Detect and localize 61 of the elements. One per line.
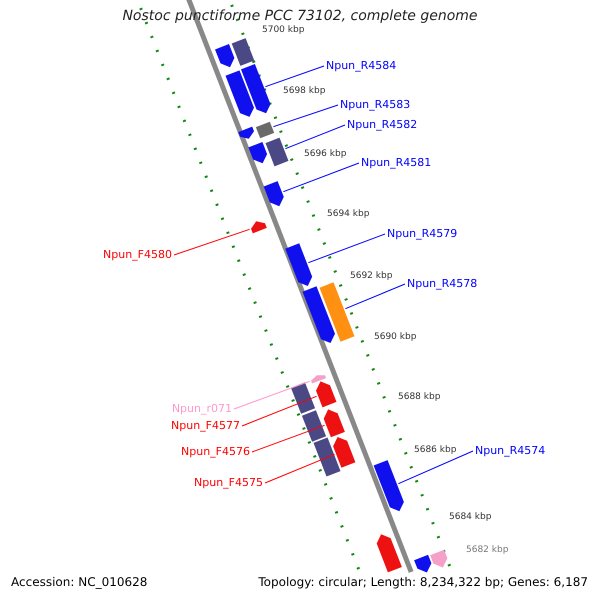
- gene-feature: [226, 70, 254, 117]
- gene-label: Npun_R4582: [347, 118, 418, 132]
- leader-line: [398, 450, 474, 484]
- gene-feature: [290, 382, 316, 414]
- gene-feature: [320, 282, 354, 342]
- gene-feature: [430, 550, 448, 568]
- scale-label: 5700 kbp: [262, 25, 304, 36]
- gene-label: Npun_F4580: [103, 248, 172, 262]
- gene-label: Npun_R4579: [387, 227, 458, 241]
- leader-line: [308, 234, 386, 264]
- gene-feature: [374, 460, 404, 512]
- gene-label: Npun_F4575: [194, 476, 263, 490]
- scale-label: 5698 kbp: [283, 86, 326, 97]
- footer-text: Accession: NC_010628: [9, 575, 150, 589]
- leader-line: [242, 396, 318, 426]
- scale-label: 5696 kbp: [304, 149, 346, 160]
- leader-line: [252, 424, 326, 452]
- gene-label: Npun_r071: [172, 402, 232, 416]
- gene-feature: [311, 375, 326, 384]
- scale-label: 5694 kbp: [327, 209, 370, 220]
- gene-feature: [314, 438, 340, 476]
- scale-label: 5688 kbp: [398, 392, 440, 403]
- gene-feature: [333, 437, 356, 468]
- gene-label: Npun_R4574: [475, 444, 546, 458]
- gene-feature: [264, 181, 284, 206]
- scale-label: 5692 kbp: [350, 271, 392, 282]
- leader-line: [282, 162, 360, 192]
- gene-label: Npun_R4581: [361, 156, 432, 170]
- gene-feature: [251, 221, 267, 234]
- gene-label: Npun_R4583: [340, 98, 410, 112]
- leader-line: [264, 454, 336, 484]
- title: Nostoc punctiforme PCC 73102, complete genome: [121, 9, 479, 23]
- gene-feature: [256, 122, 274, 138]
- leader-line: [344, 284, 406, 310]
- gene-feature: [266, 138, 288, 166]
- gene-feature: [316, 381, 336, 408]
- gene-feature: [414, 554, 432, 572]
- gene-label: Npun_F4577: [171, 419, 240, 433]
- gene-feature: [241, 64, 270, 114]
- gene-feature: [302, 410, 326, 442]
- leader-line: [272, 104, 338, 128]
- leader-line: [174, 228, 250, 256]
- scale-label: 5686 kbp: [414, 445, 456, 456]
- gene-feature: [232, 38, 254, 66]
- gene-feature: [248, 142, 268, 164]
- leader-line: [264, 66, 324, 88]
- gene-feature: [376, 534, 402, 572]
- gene-feature: [302, 286, 335, 343]
- leader-line: [284, 124, 346, 150]
- gene-feature: [285, 243, 312, 286]
- gene-label: Npun_R4584: [326, 59, 396, 73]
- scale-label: 5684 kbp: [449, 512, 492, 523]
- gene-feature: [215, 44, 234, 68]
- gene-feature: [324, 409, 345, 438]
- scale-label: 5690 kbp: [374, 332, 416, 343]
- gene-label: Npun_R4578: [407, 277, 478, 291]
- gene-label: Npun_F4576: [181, 445, 250, 459]
- footer-text: Topology: circular; Length: 8,234,322 bp; Genes: 6,187: [256, 575, 590, 589]
- scale-label: 5682 kbp: [466, 545, 508, 556]
- gene-feature: [238, 126, 254, 139]
- leader-line: [234, 380, 310, 410]
